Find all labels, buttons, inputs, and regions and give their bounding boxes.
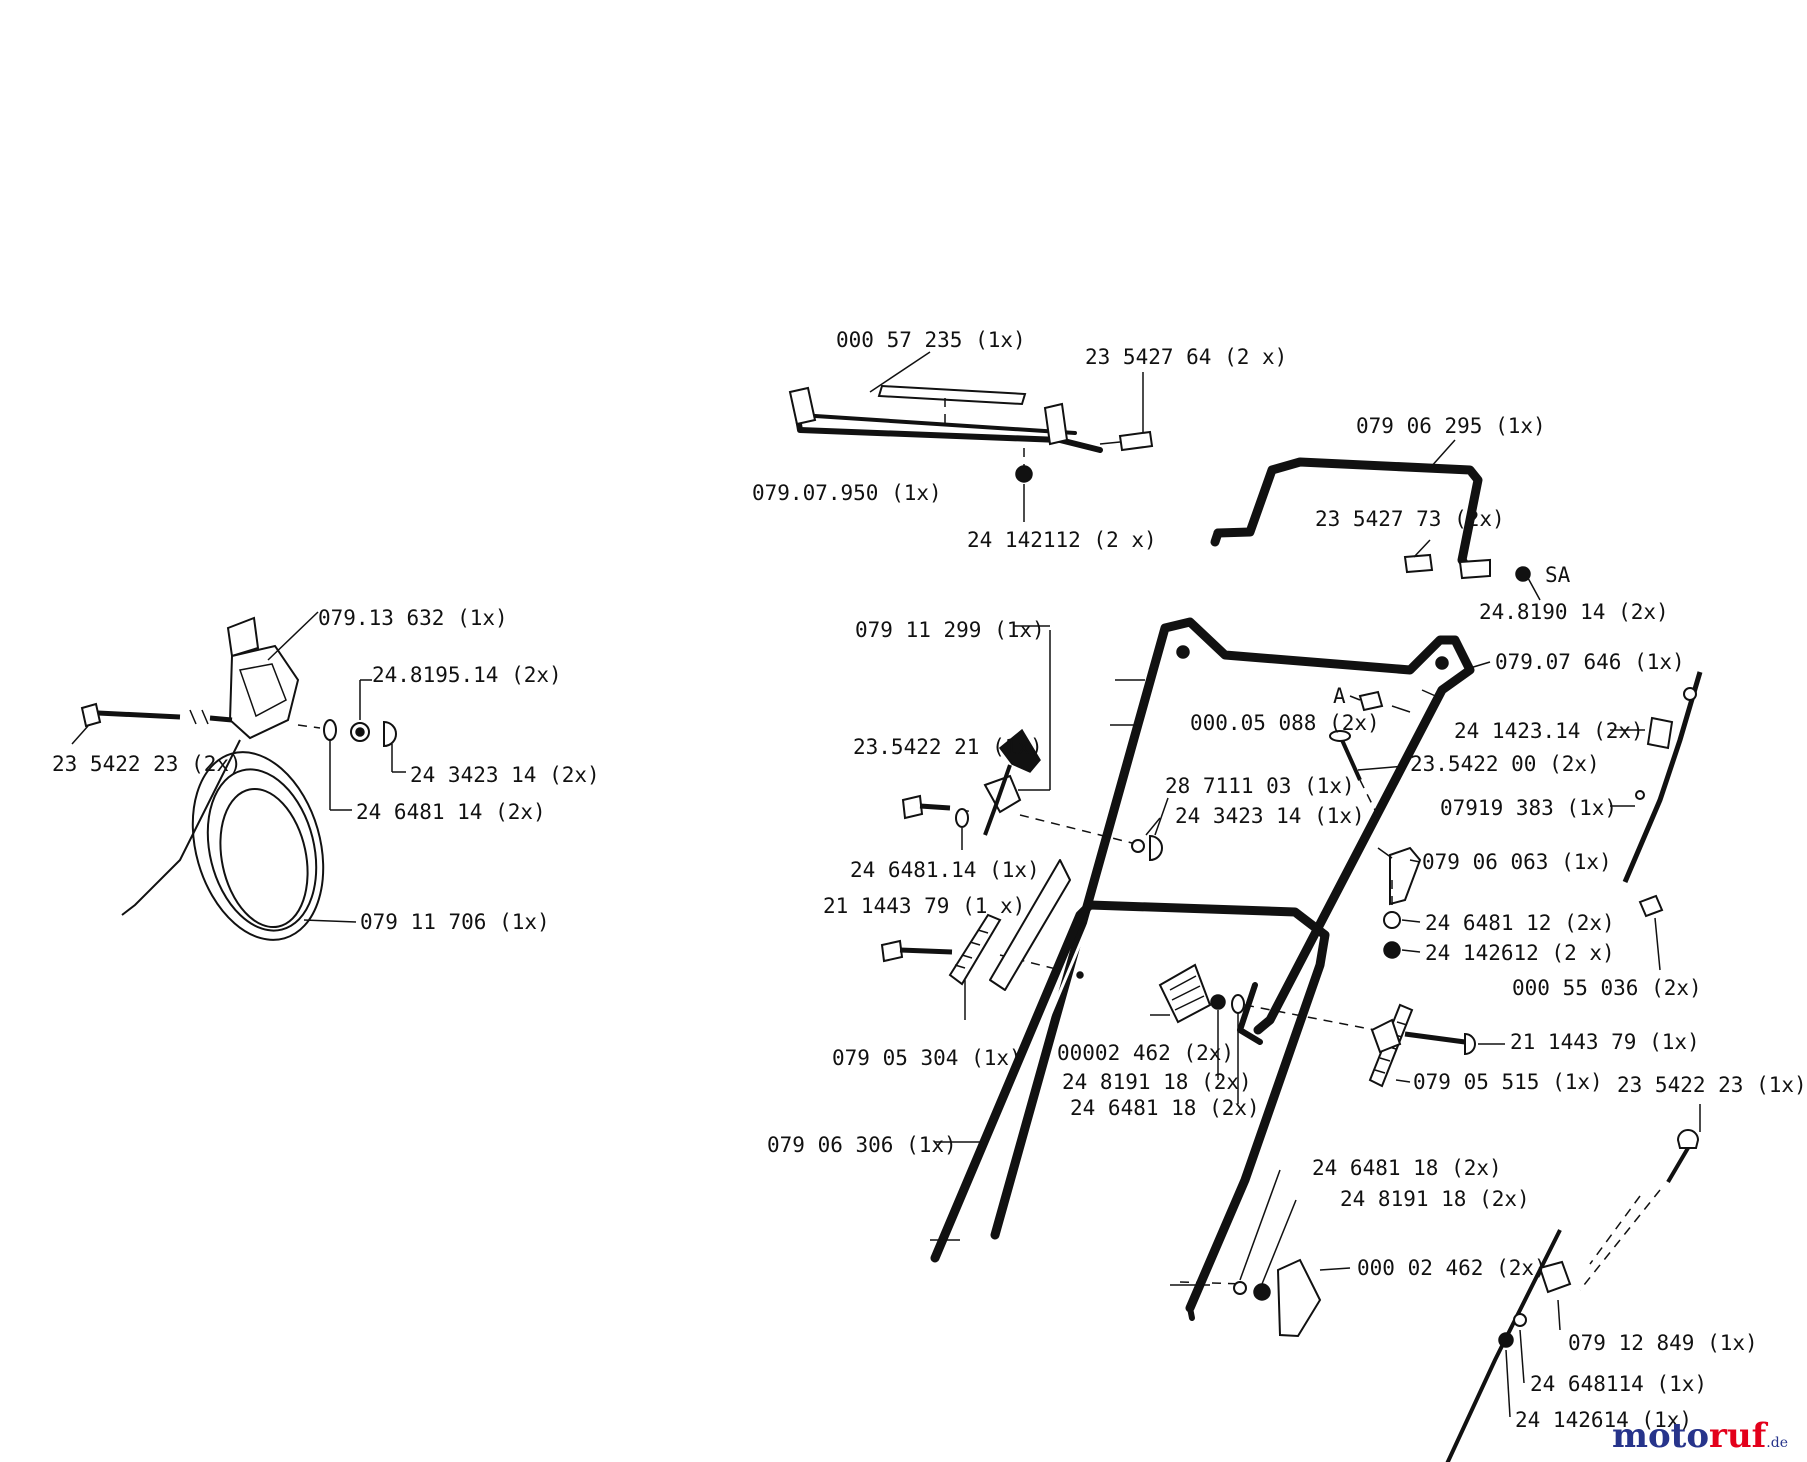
part-label-23542764: 23 5427 64 (2 x) — [1085, 345, 1288, 369]
part-label-23542773: 23 5427 73 (2x) — [1315, 507, 1505, 531]
top-handle-bar — [1210, 439, 1541, 601]
part-label-24648118b: 24 6481 18 (2x) — [1312, 1156, 1502, 1180]
knob-icon — [948, 913, 1002, 986]
part-label-23542221: 23.5422 21 (1x) — [853, 735, 1043, 759]
part-label-as-marker: A — [1333, 684, 1346, 708]
lower-handle-frame — [880, 859, 1505, 1338]
part-label-24342314-left: 24 3423 14 (2x) — [410, 763, 600, 787]
part-label-07911706: 079 11 706 (1x) — [360, 910, 550, 934]
watermark-part-2: ruf — [1709, 1416, 1767, 1456]
part-label-00002462b: 000 02 462 (2x) — [1357, 1256, 1547, 1280]
part-label-24648114-left: 24 6481 14 (2x) — [356, 800, 546, 824]
part-label-07919383: 07919 383 (1x) — [1440, 796, 1618, 820]
part-label-24819118a: 24 8191 18 (2x) — [1062, 1070, 1252, 1094]
part-label-07906063: 079 06 063 (1x) — [1422, 850, 1612, 874]
part-label-24648118a: 24 6481 18 (2x) — [1070, 1096, 1260, 1120]
part-label-21144379b: 21 1443 79 (1x) — [1510, 1030, 1700, 1054]
part-label-24648114b: 24 648114 (1x) — [1530, 1372, 1708, 1396]
part-label-07913632: 079.13 632 (1x) — [318, 606, 508, 630]
part-label-07912849: 079 12 849 (1x) — [1568, 1331, 1758, 1355]
part-label-24142614: 24 142614 (1x) — [1515, 1408, 1693, 1432]
part-label-24819514: 24.8195.14 (2x) — [372, 663, 562, 687]
part-label-07906306: 079 06 306 (1x) — [767, 1133, 957, 1157]
nut-icon — [1015, 465, 1033, 483]
decal-strip — [877, 384, 1027, 406]
upper-handle-frame — [990, 617, 1491, 1242]
upper-bracket-assembly — [788, 351, 1154, 522]
watermark-part-3: .de — [1766, 1435, 1788, 1451]
part-label-07906295: 079 06 295 (1x) — [1356, 414, 1546, 438]
part-label-24142112: 24 142112 (2 x) — [967, 528, 1157, 552]
part-label-00002462a: 00002 462 (2x) — [1057, 1041, 1235, 1065]
lever-grip — [998, 728, 1041, 773]
part-label-2464811: 24 6481.14 (1x) — [850, 858, 1040, 882]
part-label-248190142x: 24.8190 14 (2x) — [1479, 600, 1669, 624]
part-label-23542200: 23.5422 00 (2x) — [1410, 752, 1600, 776]
cable-control-assembly — [71, 611, 406, 941]
part-label-24142612: 24 142612 (2 x) — [1425, 941, 1615, 965]
screw-icon — [1118, 430, 1154, 452]
part-label-23542223-right: 23 5422 23 (1x) — [1617, 1073, 1807, 1097]
motoruf-watermark[interactable]: motoruf.de — [1612, 1416, 1788, 1456]
part-label-24142314: 24 1423.14 (2x) — [1454, 719, 1644, 743]
part-label-00057235: 000 57 235 (1x) — [836, 328, 1026, 352]
part-label-00005088: 000.05 088 (2x) — [1190, 711, 1380, 735]
part-label-21144379a: 21 1443 79 (1 x) — [823, 894, 1026, 918]
bowden-cable-assembly — [1445, 671, 1703, 1462]
part-label-24648112: 24 6481 12 (2x) — [1425, 911, 1615, 935]
brake-lever-assembly — [901, 625, 1169, 862]
part-label-23542223-left: 23 5422 23 (2x) — [52, 752, 242, 776]
part-label-07907646: 079.07 646 (1x) — [1495, 650, 1685, 674]
part-label-24342314: 24 3423 14 (1x) — [1175, 804, 1365, 828]
control-lever-body — [228, 644, 300, 740]
part-label-07905304: 079 05 304 (1x) — [832, 1046, 1022, 1070]
part-label-07911299: 079 11 299 (1x) — [855, 618, 1045, 642]
part-label-24819118b: 24 8191 18 (2x) — [1340, 1187, 1530, 1211]
part-label-07907950: 079.07.950 (1x) — [752, 481, 942, 505]
part-label-28711103: 28 7111 03 (1x) — [1165, 774, 1355, 798]
part-label-07905515: 079 05 515 (1x) — [1413, 1070, 1603, 1094]
watermark-part-1: moto — [1611, 1416, 1710, 1456]
lever-knob — [226, 616, 260, 658]
part-label-sa: SA — [1545, 563, 1571, 587]
part-label-00055036: 000 55 036 (2x) — [1512, 976, 1702, 1000]
